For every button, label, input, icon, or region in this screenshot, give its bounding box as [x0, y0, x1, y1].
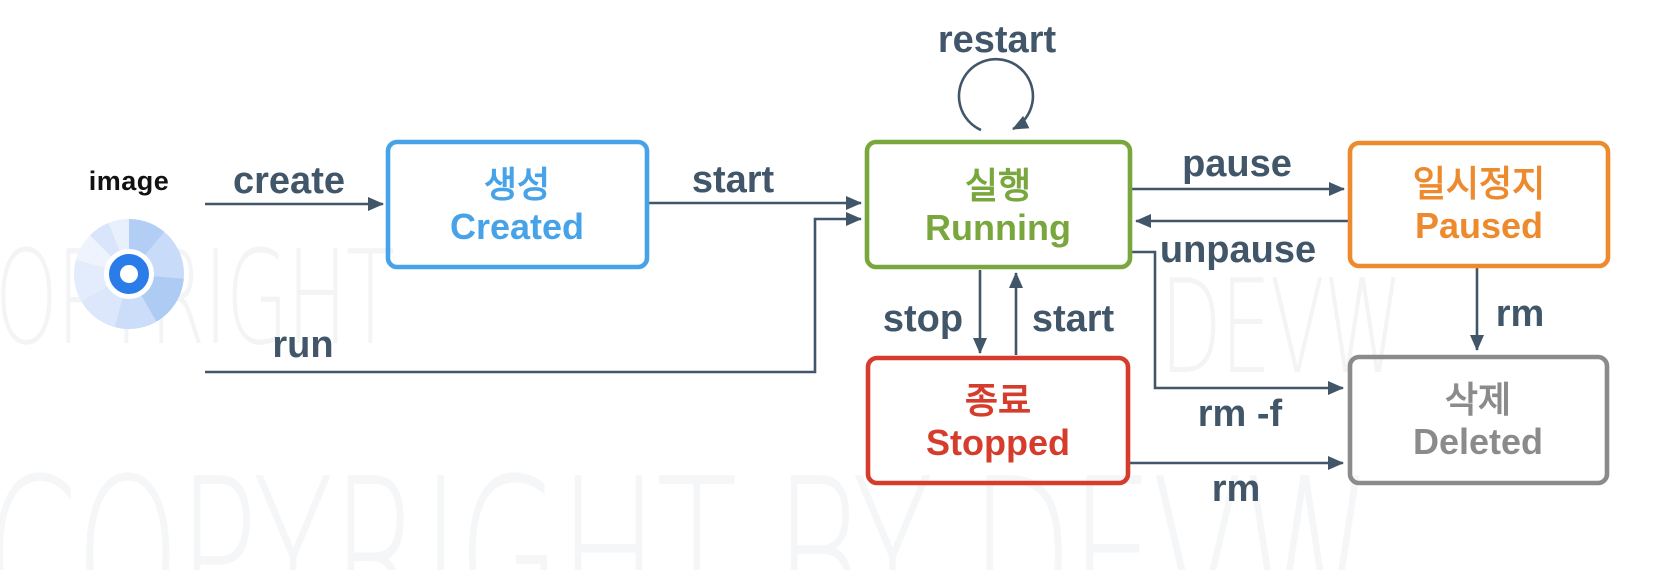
state-box-created	[385, 139, 650, 270]
state-created-english-label: Created	[450, 206, 584, 247]
label-run: run	[272, 324, 333, 366]
disc-icon	[74, 219, 184, 329]
label-restart: restart	[938, 19, 1057, 61]
label-start-bottom: start	[1032, 298, 1115, 340]
state-stopped-korean-label: 종료	[965, 380, 1031, 421]
edge-rm-force-running-to-deleted	[1132, 250, 1344, 395]
edge-restart-loop	[957, 57, 1035, 132]
label-start-top: start	[692, 159, 775, 201]
state-box-deleted	[1347, 354, 1610, 486]
state-paused-korean-label: 일시정지	[1413, 163, 1545, 204]
state-stopped-english-label: Stopped	[926, 422, 1070, 463]
state-box-stopped	[865, 355, 1131, 486]
label-pause: pause	[1182, 143, 1292, 185]
state-deleted-korean-label: 삭제	[1445, 379, 1511, 420]
state-paused-english-label: Paused	[1415, 205, 1543, 246]
disc-ring	[109, 254, 149, 294]
label-create: create	[233, 160, 345, 202]
state-created-korean-label: 생성	[484, 164, 550, 205]
label-rm-stopped: rm	[1212, 468, 1261, 510]
watermark-text: COPYRIGHT BY DEVW	[0, 432, 1372, 570]
watermark-text: COPYRIGHT	[0, 222, 395, 374]
label-rm-paused: rm	[1496, 293, 1545, 335]
label-unpause: unpause	[1160, 229, 1316, 271]
state-running-english-label: Running	[925, 207, 1071, 248]
label-rm-force: rm -f	[1198, 393, 1283, 435]
state-box-paused	[1347, 140, 1611, 269]
image-label: image	[88, 166, 170, 196]
state-running-korean-label: 실행	[965, 165, 1031, 206]
watermark-text: DEVW	[1160, 251, 1403, 403]
disc-hub	[104, 249, 154, 299]
state-box-running	[864, 139, 1133, 270]
state-deleted-english-label: Deleted	[1413, 421, 1543, 462]
label-stop: stop	[883, 298, 963, 340]
edge-run	[205, 212, 862, 374]
